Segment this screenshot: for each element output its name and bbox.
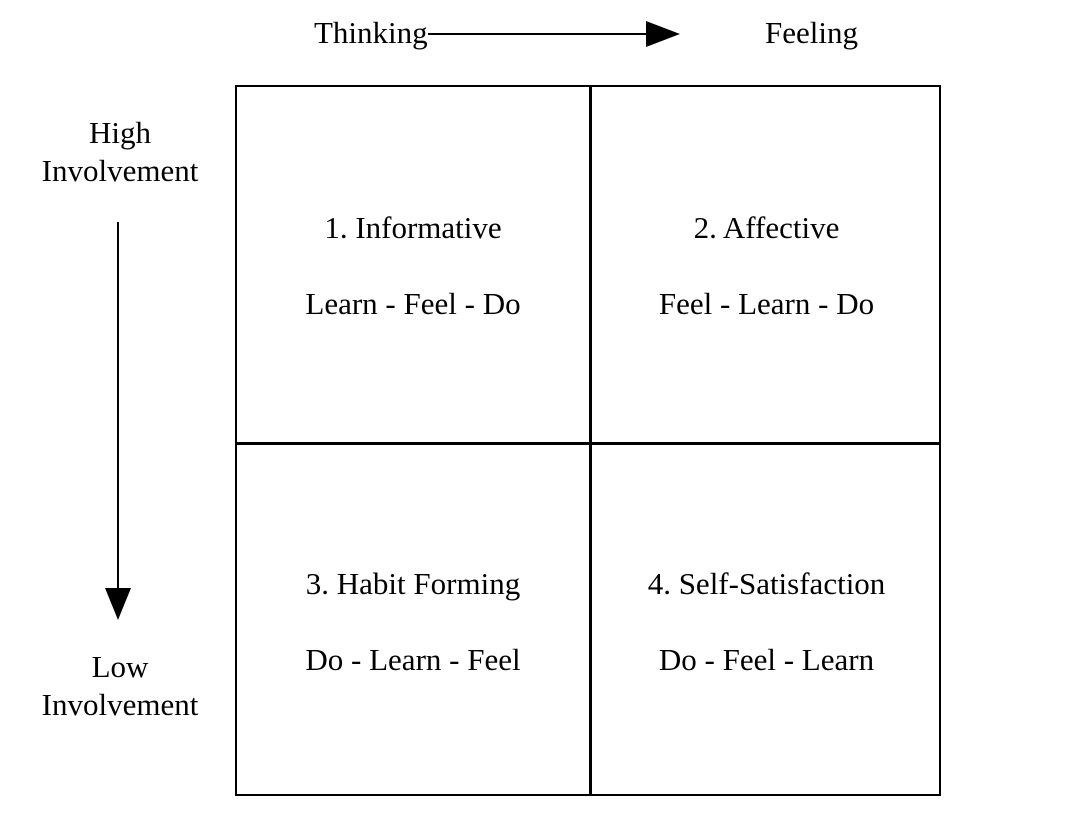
quadrant-sequence: Do - Feel - Learn xyxy=(658,642,875,677)
axis-label-thinking: Thinking xyxy=(314,15,428,50)
quadrant-affective: 2. Affective Feel - Learn - Do xyxy=(589,87,941,442)
quadrant-self-satisfaction: 4. Self-Satisfaction Do - Feel - Learn xyxy=(589,442,941,796)
quadrant-matrix: 1. Informative Learn - Feel - Do 2. Affe… xyxy=(235,85,941,796)
axis-label-low-involvement: Low Involvement xyxy=(20,648,220,724)
axis-label-involvement-bottom: Involvement xyxy=(41,687,199,722)
axis-label-high-involvement: High Involvement xyxy=(20,114,220,190)
quadrant-title: 1. Informative xyxy=(324,210,502,245)
quadrant-sequence: Do - Learn - Feel xyxy=(305,642,521,677)
arrow-down-icon xyxy=(105,222,131,620)
quadrant-title: 3. Habit Forming xyxy=(305,566,521,601)
quadrant-informative: 1. Informative Learn - Feel - Do xyxy=(237,87,589,442)
axis-label-high: High xyxy=(89,115,151,150)
quadrant-sequence: Feel - Learn - Do xyxy=(658,286,875,321)
quadrant-sequence: Learn - Feel - Do xyxy=(305,286,521,321)
axis-label-low: Low xyxy=(91,649,149,684)
quadrant-habit-forming: 3. Habit Forming Do - Learn - Feel xyxy=(237,442,589,796)
arrow-right-icon xyxy=(428,21,680,47)
axis-label-involvement-top: Involvement xyxy=(41,153,199,188)
quadrant-title: 4. Self-Satisfaction xyxy=(647,566,886,601)
axis-label-feeling: Feeling xyxy=(765,15,858,50)
quadrant-title: 2. Affective xyxy=(693,210,840,245)
